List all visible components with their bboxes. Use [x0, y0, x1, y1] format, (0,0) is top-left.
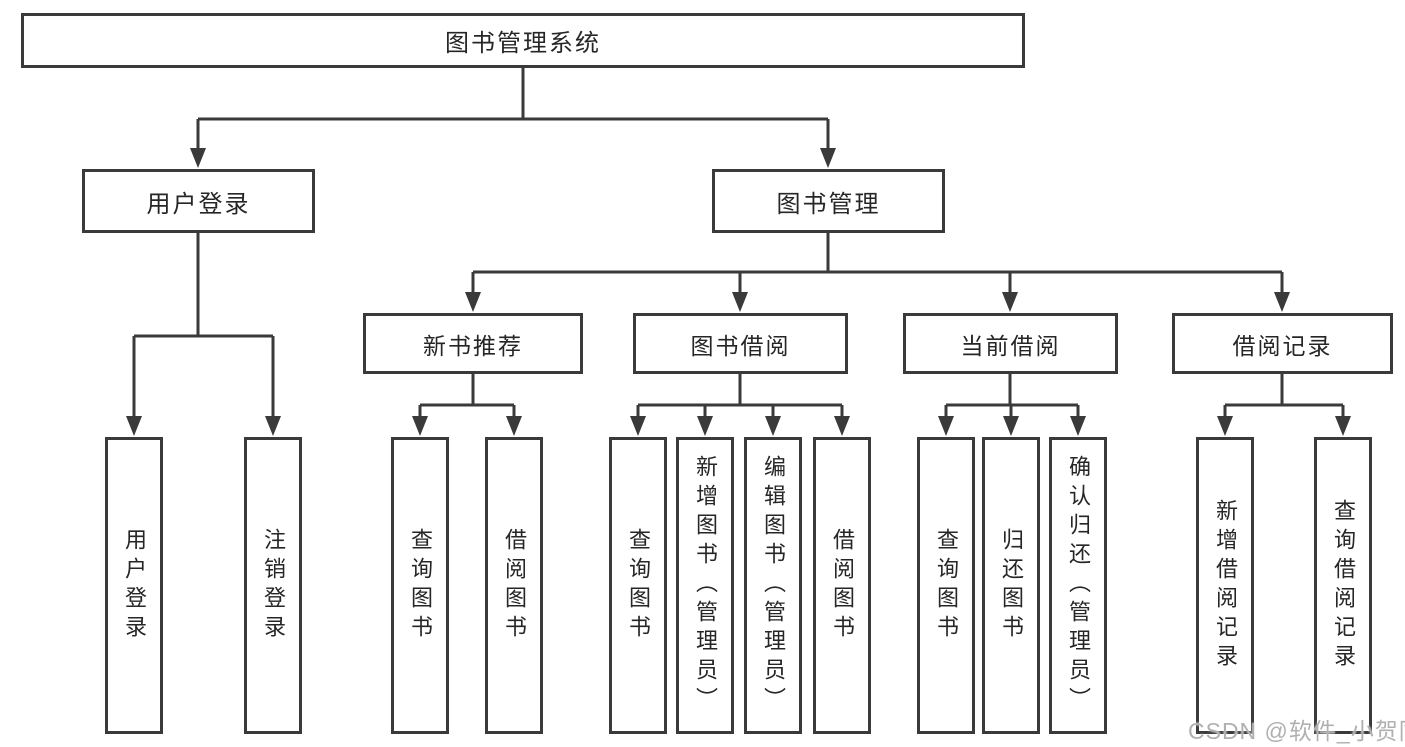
node-user-login-label: 用户登录	[146, 190, 251, 218]
node-current-borrowing-label: 当前借阅	[960, 332, 1061, 359]
node-borrowing-records: 借阅记录	[1172, 313, 1393, 374]
leaf-query-books-current: 查询图书	[917, 437, 975, 734]
leaf-confirm-return-admin: 确认归还（管理员）	[1049, 437, 1107, 734]
node-library-system: 图书管理系统	[21, 13, 1025, 68]
leaf-query-borrow-record: 查询借阅记录	[1314, 437, 1372, 734]
leaf-user-login: 用户登录	[105, 437, 163, 734]
node-book-management: 图书管理	[712, 169, 945, 233]
leaf-query-books-recommend: 查询图书	[391, 437, 449, 734]
node-current-borrowing: 当前借阅	[903, 313, 1118, 374]
node-book-management-label: 图书管理	[776, 190, 881, 218]
node-new-book-recommend: 新书推荐	[363, 313, 583, 374]
leaf-borrow-books-recommend: 借阅图书	[485, 437, 543, 734]
node-new-book-recommend-label: 新书推荐	[423, 332, 523, 359]
leaf-query-books-borrowing: 查询图书	[609, 437, 667, 734]
node-book-borrowing-label: 图书借阅	[690, 332, 791, 359]
node-user-login: 用户登录	[82, 169, 315, 233]
node-library-system-label: 图书管理系统	[445, 30, 601, 57]
arrowhead-icons	[126, 148, 1351, 436]
leaf-return-books: 归还图书	[982, 437, 1040, 734]
csdn-watermark: CSDN @软件_小贺同学	[1188, 718, 1405, 744]
leaf-add-books-admin: 新增图书（管理员）	[676, 437, 734, 734]
leaf-borrow-books-borrowing: 借阅图书	[813, 437, 871, 734]
leaf-logout: 注销登录	[244, 437, 302, 734]
leaf-edit-books-admin: 编辑图书（管理员）	[744, 437, 802, 734]
node-borrowing-records-label: 借阅记录	[1232, 332, 1333, 359]
leaf-add-borrow-record: 新增借阅记录	[1196, 437, 1254, 734]
node-book-borrowing: 图书借阅	[633, 313, 848, 374]
